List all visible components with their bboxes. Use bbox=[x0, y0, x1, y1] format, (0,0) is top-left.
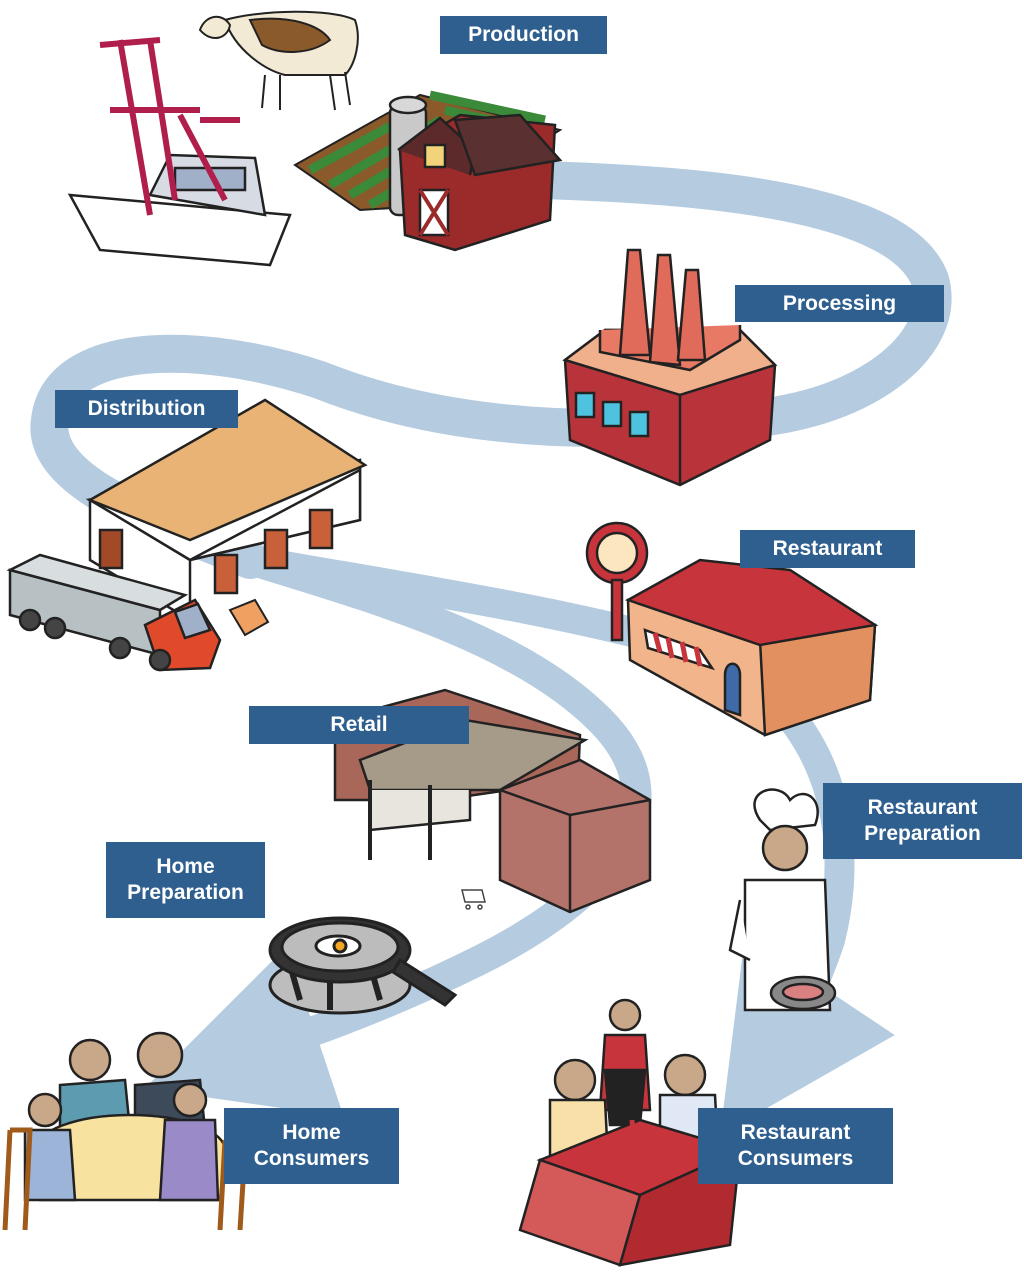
label-restaurant-consumers-line1: Restaurant bbox=[740, 1121, 851, 1144]
label-home-preparation-line1: Home bbox=[156, 855, 215, 878]
label-home-preparation-line2: Preparation bbox=[127, 881, 244, 904]
truck-icon bbox=[6, 553, 222, 672]
restaurant-building-icon bbox=[624, 558, 879, 737]
restaurant-sign-icon bbox=[585, 521, 649, 642]
label-restaurant: Restaurant bbox=[740, 530, 915, 568]
flow-processing-to-distribution bbox=[30, 334, 739, 579]
label-retail: Retail bbox=[249, 706, 469, 744]
label-retail-text: Retail bbox=[330, 713, 388, 736]
label-restaurant-consumers: Restaurant Consumers bbox=[698, 1108, 893, 1184]
barn-icon bbox=[397, 113, 563, 252]
label-home-consumers-line1: Home bbox=[282, 1121, 341, 1144]
label-restaurant-preparation-line1: Restaurant bbox=[867, 796, 978, 819]
label-home-consumers: Home Consumers bbox=[224, 1108, 399, 1184]
label-processing: Processing bbox=[735, 285, 944, 322]
fishing-boat-icon bbox=[67, 37, 292, 267]
frying-pan-icon bbox=[268, 916, 458, 1007]
label-restaurant-text: Restaurant bbox=[772, 537, 883, 560]
warehouse-icon bbox=[85, 398, 368, 623]
label-restaurant-consumers-line2: Consumers bbox=[737, 1147, 854, 1170]
box-icon bbox=[228, 598, 270, 637]
waitress-icon bbox=[598, 998, 652, 1127]
label-restaurant-preparation-line2: Preparation bbox=[864, 822, 981, 845]
flow-production-to-processing bbox=[521, 161, 952, 439]
home-table-icon bbox=[2, 1031, 248, 1231]
label-home-preparation: Home Preparation bbox=[106, 842, 265, 918]
chef-icon bbox=[728, 788, 837, 1012]
label-home-consumers-line2: Consumers bbox=[253, 1147, 370, 1170]
factory-icon bbox=[562, 248, 778, 487]
label-distribution: Distribution bbox=[55, 390, 238, 428]
label-distribution-text: Distribution bbox=[87, 397, 206, 420]
cow-icon bbox=[198, 10, 359, 111]
label-restaurant-preparation: Restaurant Preparation bbox=[823, 783, 1022, 859]
shopping-cart-icon bbox=[461, 889, 486, 910]
label-production-text: Production bbox=[468, 23, 579, 46]
label-production: Production bbox=[440, 16, 607, 54]
label-processing-text: Processing bbox=[782, 291, 897, 315]
